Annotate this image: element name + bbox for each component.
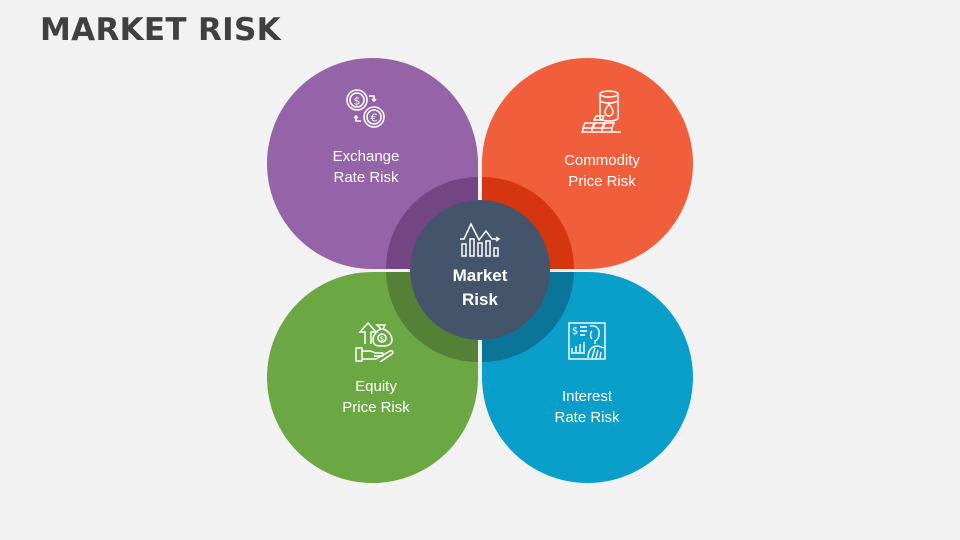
market-chart-icon [460,222,501,257]
financial-analyst-icon: $ [568,322,606,360]
oil-barrel-gold-icon [581,90,621,133]
center-label: Market Risk [452,266,508,309]
petal-label: Commodity Price Risk [564,152,640,190]
center-market-risk: Market Risk [410,200,550,340]
svg-text:€: € [371,112,378,125]
svg-text:$: $ [354,95,361,108]
petal-label: Equity Price Risk [342,378,410,416]
petal-label: Exchange Rate Risk [332,148,400,186]
petal-label: Interest Rate Risk [554,388,620,426]
page-title: MARKET RISK [40,12,281,48]
svg-text:$: $ [380,335,384,343]
currency-exchange-icon: $ € [346,89,385,128]
svg-text:$: $ [572,326,578,337]
money-bag-hand-icon: $ [355,322,394,362]
